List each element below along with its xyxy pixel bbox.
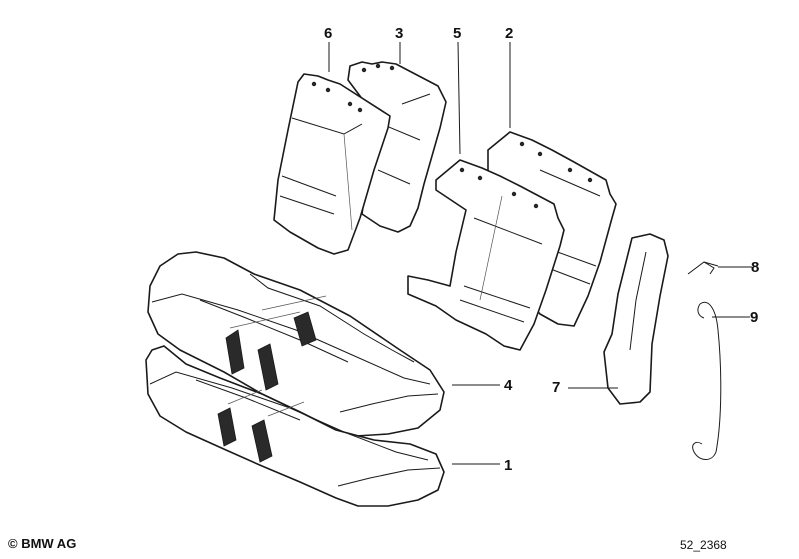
part-6-backrest-panel [273, 73, 391, 255]
callout-2: 2 [505, 25, 513, 42]
callout-4: 4 [504, 377, 513, 394]
callout-8: 8 [751, 259, 759, 276]
part-1-seat-cushion [145, 345, 445, 507]
callout-labels: 6 3 5 2 8 9 4 7 1 [324, 25, 759, 474]
callout-9: 9 [750, 309, 758, 326]
callout-6: 6 [324, 25, 332, 42]
part-5-backrest-panel [407, 159, 565, 351]
part-7-side-bolster [603, 233, 669, 405]
callout-3: 3 [395, 25, 403, 42]
part-8-clip [687, 261, 719, 275]
copyright-label: © BMW AG [8, 536, 77, 551]
diagram-id-label: 52_2368 [680, 538, 727, 552]
part-9-wire-spring [692, 301, 722, 460]
part-4-seat-cover [147, 251, 445, 437]
callout-5: 5 [453, 25, 461, 42]
callout-7: 7 [552, 379, 560, 396]
leader-lines [328, 41, 752, 465]
callout-1: 1 [504, 457, 512, 474]
